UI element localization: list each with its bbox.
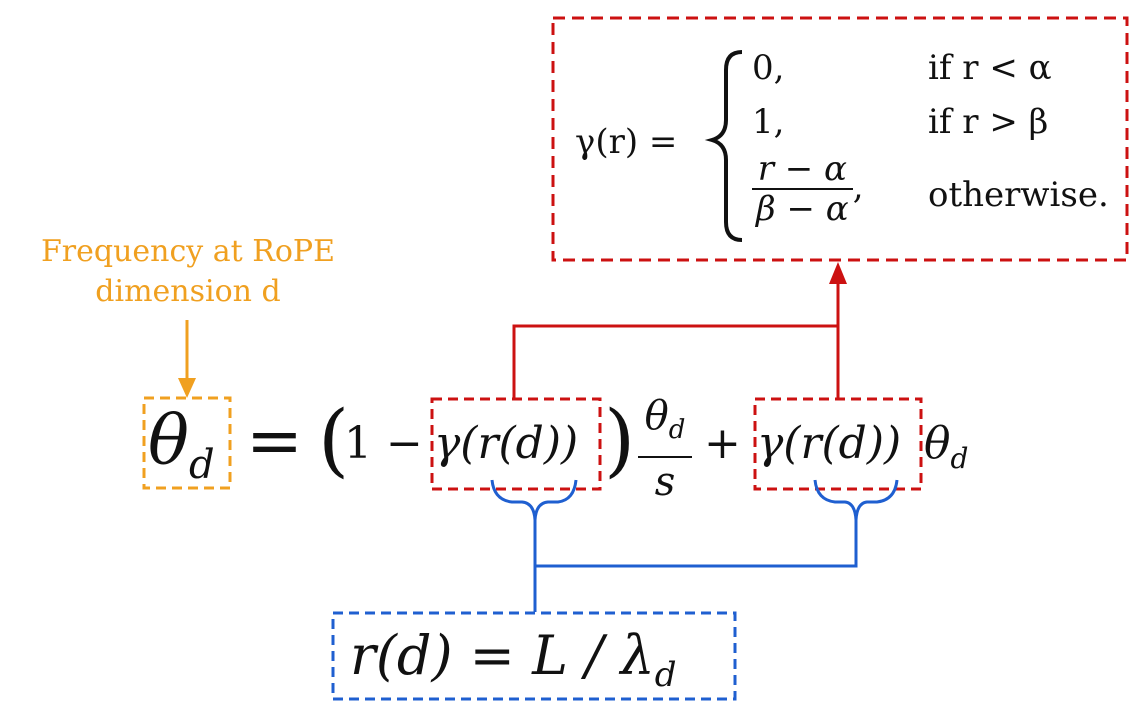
- gamma-term-1: γ(r(d)): [434, 418, 579, 469]
- open-paren: (: [318, 393, 350, 486]
- annotation-line-1: Frequency at RoPE: [40, 234, 335, 269]
- tail-theta-sub: d: [950, 441, 969, 475]
- gamma-term-2: γ(r(d)): [757, 418, 902, 469]
- theta-symbol: θ: [148, 402, 189, 481]
- ratio-definition-box: [331, 611, 737, 701]
- fraction-theta-sub: d: [668, 415, 686, 446]
- case-0-condition: if r < α: [928, 48, 1052, 88]
- fraction-numerator: θd: [638, 392, 692, 459]
- equals-sign: =: [246, 402, 303, 481]
- theta-over-s: θd s: [638, 392, 692, 506]
- red-connector-left: [512, 324, 838, 399]
- case-1-condition: if r > β: [928, 102, 1049, 142]
- annotation-line-2: dimension d: [95, 274, 281, 309]
- case-2-denominator: β − α: [752, 188, 853, 228]
- plus-sign: +: [704, 418, 741, 469]
- piecewise-brace: [704, 50, 743, 242]
- ratio-definition-sub: d: [654, 654, 677, 695]
- case-1-value: 1,: [752, 102, 785, 142]
- close-paren: ): [604, 393, 636, 486]
- case-2-condition: otherwise.: [928, 175, 1109, 215]
- annotation-arrow-head: [178, 378, 196, 398]
- ratio-definition: r(d) = L / λd: [350, 616, 676, 715]
- gamma-term-1-box: [430, 397, 602, 491]
- case-2-comma: ,: [852, 167, 864, 207]
- theta-subscript: d: [188, 442, 215, 488]
- case-2-value: r − α β − α ,: [752, 150, 864, 228]
- piecewise-lhs: γ(r) =: [575, 122, 678, 162]
- tail-theta: θ: [924, 418, 951, 469]
- brace-left: [490, 479, 578, 521]
- frequency-annotation: Frequency at RoPE dimension d: [10, 232, 366, 312]
- one-minus: 1 −: [344, 418, 423, 469]
- blue-connector-right: [535, 520, 858, 568]
- ratio-definition-text: r(d) = L / λ: [350, 624, 655, 687]
- theta-d-box: [142, 396, 232, 490]
- case-2-numerator: r − α: [757, 149, 848, 189]
- red-arrow-head: [829, 262, 847, 284]
- theta-d-tail: θd: [924, 412, 968, 491]
- piecewise-box: [551, 16, 1129, 262]
- fraction-theta: θ: [644, 393, 669, 439]
- fraction-denominator: s: [654, 459, 676, 506]
- theta-d-lhs: θd: [148, 400, 215, 507]
- case-0-value: 0,: [752, 48, 785, 88]
- brace-right: [813, 479, 899, 521]
